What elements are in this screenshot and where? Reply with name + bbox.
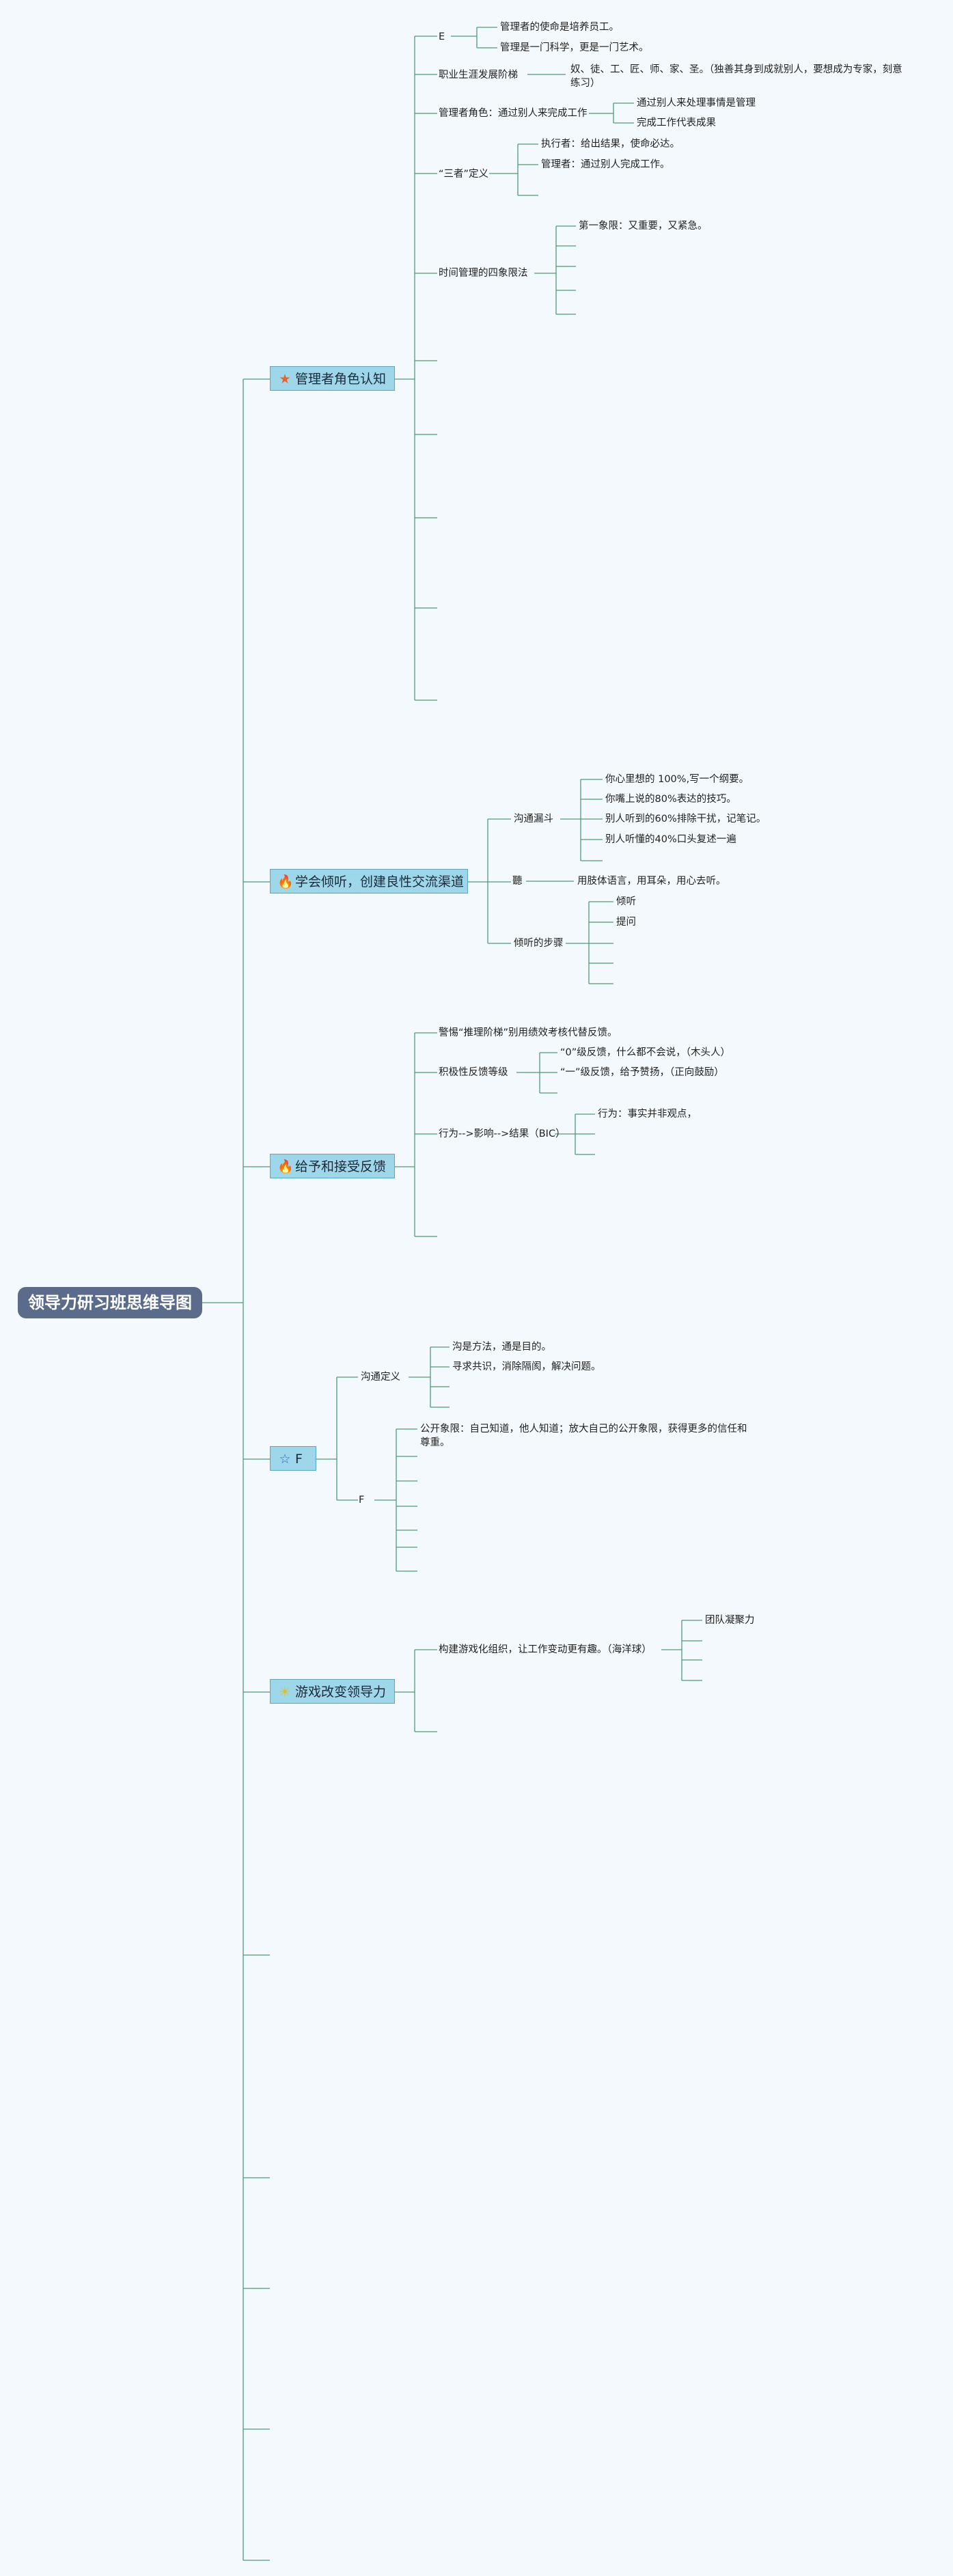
root-topic[interactable]: 领导力研习班思维导图 [18,1287,202,1318]
branch-feedback[interactable]: 🔥给予和接受反馈 [270,1154,395,1178]
branch-label: 给予和接受反馈 [295,1159,387,1174]
branch-gamification[interactable]: ☀ 游戏改变领导力 [270,1679,395,1704]
node-mission[interactable]: 管理者的使命是培养员工。 [500,22,619,33]
branch-label: F [295,1452,303,1467]
node-def-consensus[interactable]: 寻求共识，消除隔阂，解决问题。 [452,1361,601,1372]
star-icon: ★ [279,372,291,387]
node-funnel-100[interactable]: 你心里想的 100%,写一个纲要。 [605,774,749,785]
node-funnel-60[interactable]: 别人听到的60%排除干扰，记笔记。 [605,814,766,825]
node-role-result[interactable]: 完成工作代表成果 [637,117,716,128]
branch-label: 管理者角色认知 [295,372,387,387]
node-funnel-80[interactable]: 你嘴上说的80%表达的技巧。 [605,794,736,805]
node-step-ask[interactable]: 提问 [616,917,636,928]
node-feedback-grade[interactable]: 积极性反馈等级 [439,1067,508,1078]
node-science-art[interactable]: 管理是一门科学，更是一门艺术。 [500,42,649,53]
node-quadrant-one[interactable]: 第一象限：又重要，又紧急。 [579,221,708,232]
node-manager[interactable]: 管理者：通过别人完成工作。 [541,159,670,170]
node-grade-zero[interactable]: “0”级反馈，什么都不会说，（木头人） [560,1047,730,1058]
fire-icon: 🔥 [277,874,294,889]
node-role-manage[interactable]: 通过别人来处理事情是管理 [637,98,756,109]
node-career-ladder[interactable]: 职业生涯发展阶梯 [439,70,518,81]
node-funnel[interactable]: 沟通漏斗 [514,814,553,825]
node-f-sub[interactable]: F [359,1495,365,1506]
branch-manager-role[interactable]: ★ 管理者角色认知 [270,366,395,391]
node-gamified-org[interactable]: 构建游戏化组织，让工作变动更有趣。（海洋球） [439,1644,652,1655]
node-team-cohesion[interactable]: 团队凝聚力 [705,1615,755,1626]
node-career-levels[interactable]: 奴、徒、工、匠、师、家、圣。（独善其身到成就别人，要想成为专家，刻意练习） [570,64,902,89]
node-ladder-warning[interactable]: 警惕“推理阶梯”别用绩效考核代替反馈。 [439,1027,618,1038]
star-outline-icon: ☆ [279,1452,291,1467]
node-def-method[interactable]: 沟是方法，通是目的。 [452,1342,551,1353]
node-step-listen[interactable]: 倾听 [616,896,636,907]
node-listen-steps[interactable]: 倾听的步骤 [514,938,564,949]
branch-listening[interactable]: 🔥学会倾听，创建良性交流渠道 [270,869,468,894]
node-comm-definition[interactable]: 沟通定义 [361,1372,400,1383]
node-time-quadrant[interactable]: 时间管理的四象限法 [439,268,528,279]
fire-icon: 🔥 [277,1159,294,1174]
node-executor[interactable]: 执行者：给出结果，使命必达。 [541,139,680,150]
branch-label: 游戏改变领导力 [295,1685,387,1700]
node-funnel-40[interactable]: 别人听懂的40%口头复述一遍 [605,834,736,845]
node-bic[interactable]: 行为-->影响-->结果（BIC） [439,1128,566,1139]
node-grade-one[interactable]: “一”级反馈，给予赞扬，（正向鼓励） [560,1067,724,1078]
node-three-roles[interactable]: “三者”定义 [439,169,489,180]
branch-f[interactable]: ☆F [270,1446,316,1471]
node-e[interactable]: E [439,31,445,42]
node-ting-detail[interactable]: 用肢体语言，用耳朵，用心去听。 [577,876,726,887]
node-bic-behavior[interactable]: 行为：事实并非观点， [598,1109,697,1120]
node-ting[interactable]: 聽 [512,876,523,887]
node-public-quadrant[interactable]: 公开象限：自己知道，他人知道；放大自己的公开象限，获得更多的信任和尊重。 [420,1424,747,1448]
node-manager-role[interactable]: 管理者角色：通过别人来完成工作 [439,108,588,119]
sun-icon: ☀ [279,1685,291,1700]
branch-label: 学会倾听，创建良性交流渠道 [295,874,465,889]
